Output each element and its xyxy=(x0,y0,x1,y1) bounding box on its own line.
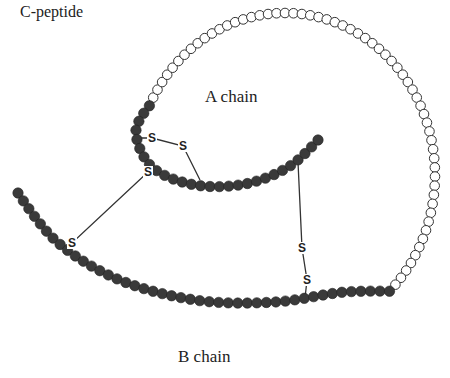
c-peptide-residue xyxy=(426,208,436,218)
c-peptide-residue xyxy=(422,118,432,128)
b-chain-residue xyxy=(356,286,366,296)
a-chain-residue xyxy=(195,181,205,191)
c-peptide-residue xyxy=(427,135,437,145)
c-peptide-residue xyxy=(429,154,439,164)
b-chain-residue xyxy=(384,286,394,296)
disulfide-bond xyxy=(60,158,148,247)
chain-label: B chain xyxy=(178,348,230,365)
b-chain-residue xyxy=(148,286,158,296)
c-peptide-residue xyxy=(430,181,440,191)
b-chain-residue xyxy=(365,286,375,296)
b-chain-residue xyxy=(204,296,214,306)
c-peptide-residue xyxy=(429,190,439,200)
a-chain-residue xyxy=(242,178,252,188)
c-peptide-residue xyxy=(428,144,438,154)
a-chain-residue xyxy=(186,179,196,189)
sulfur-atom: S xyxy=(297,242,307,254)
b-chain-residue xyxy=(214,297,224,307)
sulfur-atom: S xyxy=(143,166,153,178)
b-chain-residue xyxy=(242,298,252,308)
b-chain-residue xyxy=(318,290,328,300)
c-peptide-residue xyxy=(428,199,438,209)
sulfur-atom: S xyxy=(147,132,157,144)
b-chain-residue xyxy=(233,298,243,308)
sulfur-atom: S xyxy=(67,237,77,249)
b-chain-residue xyxy=(280,296,290,306)
a-chain-residue xyxy=(233,180,243,190)
disulfide-bond xyxy=(140,138,200,180)
b-chain-residue xyxy=(337,287,347,297)
b-chain-residue xyxy=(176,292,186,302)
c-peptide-residue xyxy=(425,127,435,137)
b-chain-residue xyxy=(261,297,271,307)
b-chain-residue xyxy=(346,286,356,296)
a-chain-residue xyxy=(313,135,323,145)
a-chain-residue xyxy=(131,125,141,135)
b-chain-residue xyxy=(166,291,176,301)
chain-label: A chain xyxy=(205,88,257,105)
b-chain-residue xyxy=(223,298,233,308)
b-chain-residue xyxy=(252,298,262,308)
b-chain-residue xyxy=(308,291,318,301)
b-chain-residue xyxy=(195,295,205,305)
c-peptide-residue xyxy=(430,172,440,182)
b-chain-residue xyxy=(185,294,195,304)
b-chain-residue xyxy=(375,286,385,296)
b-chain-residue xyxy=(290,295,300,305)
c-peptide-residue xyxy=(430,163,440,173)
b-chain-residue xyxy=(139,283,149,293)
a-chain-residue xyxy=(224,181,234,191)
c-peptide-residue xyxy=(424,217,434,227)
region-label: C-peptide xyxy=(20,4,83,20)
a-chain-residue xyxy=(214,181,224,191)
b-chain-residue xyxy=(271,297,281,307)
a-chain-residue xyxy=(177,177,187,187)
a-chain-residue xyxy=(205,181,215,191)
sulfur-atom: S xyxy=(178,140,188,152)
sulfur-atom: S xyxy=(302,274,312,286)
b-chain-residue xyxy=(299,293,309,303)
b-chain-residue xyxy=(157,288,167,298)
b-chain-residue xyxy=(327,288,337,298)
